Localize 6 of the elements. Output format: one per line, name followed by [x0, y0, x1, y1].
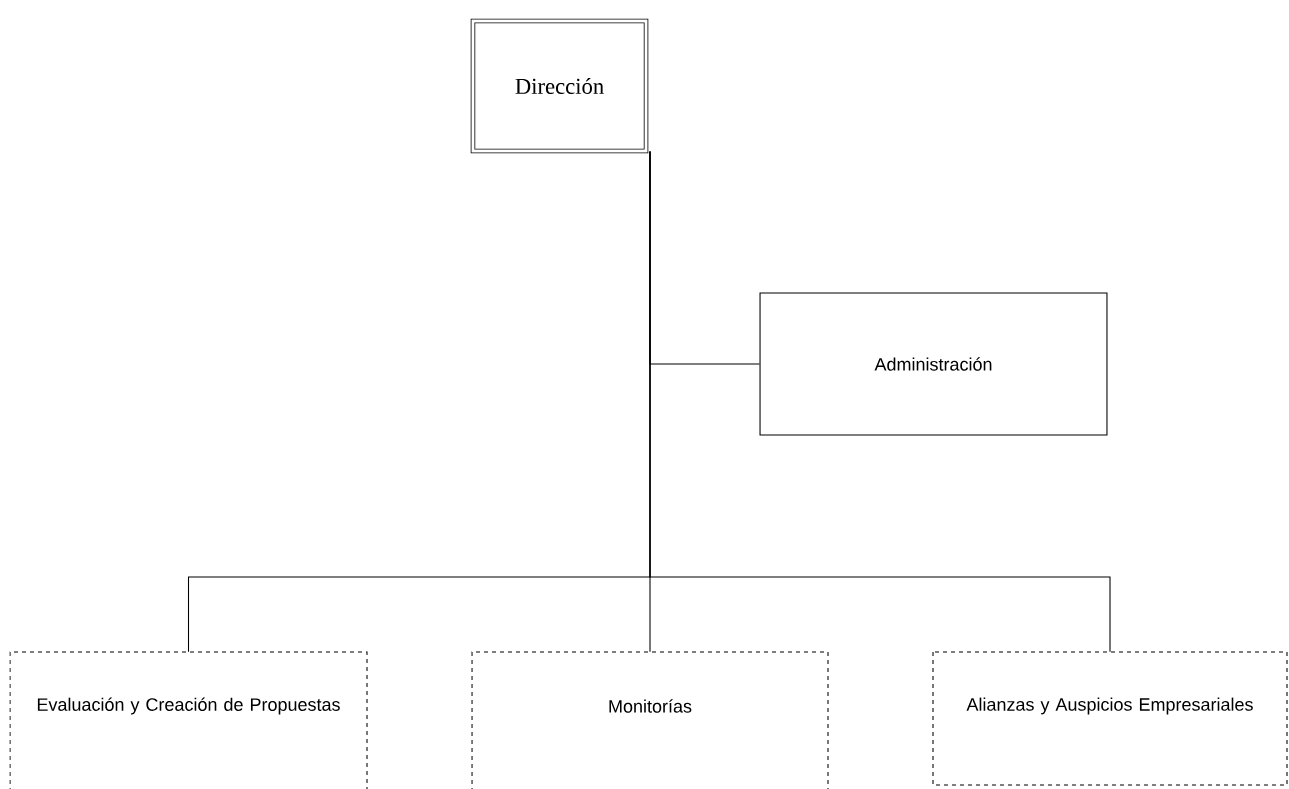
dashed-box: Evaluación y Creación de Propuestas — [9, 651, 368, 789]
title-box: Dirección — [470, 18, 649, 154]
process-box: Administración — [759, 292, 1108, 436]
connector-line — [649, 150, 1111, 653]
dashed-box: Alianzas y Auspicios Empresariales — [932, 651, 1288, 786]
dashed-box: Monitorías — [471, 651, 829, 789]
